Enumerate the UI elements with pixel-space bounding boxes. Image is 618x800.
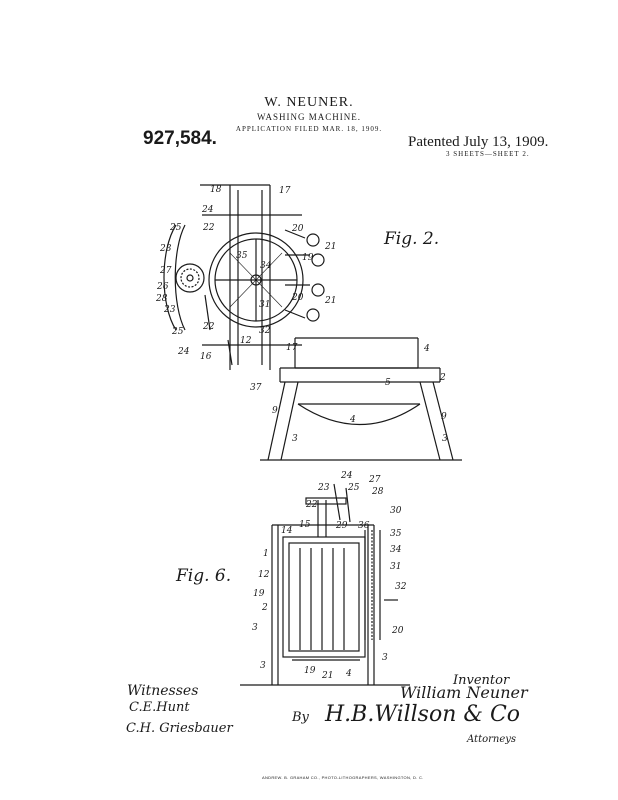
fig6-ref: 1 (263, 549, 269, 559)
fig6-ref: 2 (261, 603, 268, 613)
fig2-ref: 27 (159, 266, 172, 276)
witness-signature-1: C.E.Hunt (129, 700, 190, 715)
fig6-ref: 12 (258, 570, 270, 580)
fig2-ref: 20 (291, 224, 304, 234)
application-filed: APPLICATION FILED MAR. 18, 1909. (235, 125, 383, 133)
fig6-ref: 19 (253, 589, 265, 599)
fig2-ref: 12 (240, 336, 252, 346)
fig2-ref: 24 (201, 205, 214, 215)
fig2-ref: 9 (441, 412, 447, 422)
fig2-ref: 4 (423, 344, 430, 354)
fig6-ref: 3 (252, 623, 258, 633)
fig2-ref: 17 (286, 343, 298, 353)
fig6-ref: 23 (317, 483, 330, 493)
fig2-ref: 23 (159, 244, 172, 254)
fig2-ref: 25 (171, 327, 184, 337)
fig2-ref: 35 (236, 251, 248, 261)
fig2-ref: 16 (200, 352, 212, 362)
fig6-ref: 31 (390, 562, 401, 572)
fig2-reference-labels: 18 24 17 25 22 20 21 19 23 35 34 27 26 2… (155, 185, 448, 444)
fig6-ref: 34 (390, 545, 402, 555)
fig2-ref: 32 (259, 326, 271, 336)
fig6-ref: 20 (391, 626, 404, 636)
fig6-ref: 30 (390, 506, 402, 516)
fig6-ref: 36 (358, 521, 370, 531)
fig6-ref: 14 (281, 526, 293, 536)
fig6-ref: 24 (340, 471, 353, 481)
fig2-ref: 34 (260, 261, 272, 271)
fig6-ref: 4 (345, 669, 352, 679)
fig6-reference-labels: 24 27 23 25 28 22 30 15 29 36 14 35 34 1… (252, 471, 407, 681)
fig2-ref: 3 (442, 434, 448, 444)
fig6-ref: 3 (260, 661, 266, 671)
patent-title: WASHING MACHINE. (257, 112, 361, 122)
fig2-ref: 23 (163, 305, 176, 315)
fig6-ref: 19 (304, 666, 316, 676)
fig2-ref: 24 (177, 347, 190, 357)
fig2-ref: 37 (250, 383, 262, 393)
fig6-ref: 15 (299, 520, 311, 530)
fig6-ref: 21 (321, 671, 333, 681)
patent-number: 927,584. (143, 128, 217, 149)
fig6-ref: 32 (395, 582, 407, 592)
fig6-ref: 27 (368, 475, 381, 485)
fig6-ref: 22 (305, 500, 318, 510)
fig6-ref: 28 (371, 487, 384, 497)
fig6-label: Fig. 6. (176, 566, 232, 586)
patent-date: Patented July 13, 1909. (408, 134, 549, 150)
fig2-ref: 28 (155, 294, 168, 304)
by-label: By (292, 710, 309, 725)
fig2-ref: 20 (291, 293, 304, 303)
fig6-ref: 3 (382, 653, 388, 663)
fig2-ref: 17 (279, 186, 291, 196)
fig2-ref: 22 (202, 322, 215, 332)
attorneys-label: Attorneys (467, 734, 517, 745)
fig2-drawing (163, 184, 462, 461)
fig2-ref: 26 (156, 282, 169, 292)
witnesses-label: Witnesses (127, 683, 199, 699)
fig6-ref: 25 (347, 483, 360, 493)
fig2-ref: 31 (259, 300, 270, 310)
fig2-label: Fig. 2. (384, 229, 440, 249)
fig2-ref: 25 (169, 223, 182, 233)
fig2-ref: 3 (292, 434, 298, 444)
lithographer-footer: ANDREW. B. GRAHAM CO., PHOTO-LITHOGRAPHE… (262, 775, 424, 780)
fig2-ref: 21 (324, 242, 336, 252)
fig2-ref: 2 (439, 373, 446, 383)
fig2-ref: 21 (324, 296, 336, 306)
fig2-ref: 18 (210, 185, 222, 195)
inventor-label: Inventor (453, 673, 510, 688)
fig6-ref: 35 (390, 529, 402, 539)
attorney-signature: H.B.Willson & Co (325, 702, 521, 727)
fig2-ref: 4 (349, 415, 356, 425)
fig2-ref: 9 (272, 406, 278, 416)
fig2-ref: 5 (385, 378, 391, 388)
fig2-ref: 19 (302, 253, 314, 263)
inventor-header: W. NEUNER. (264, 95, 354, 110)
inventor-signature: William Neuner (400, 683, 528, 702)
fig6-ref: 29 (335, 521, 348, 531)
fig6-drawing (240, 483, 410, 686)
witness-signature-2: C.H. Griesbauer (126, 721, 233, 736)
fig2-ref: 22 (202, 223, 215, 233)
sheet-count: 3 SHEETS—SHEET 2. (446, 150, 530, 158)
